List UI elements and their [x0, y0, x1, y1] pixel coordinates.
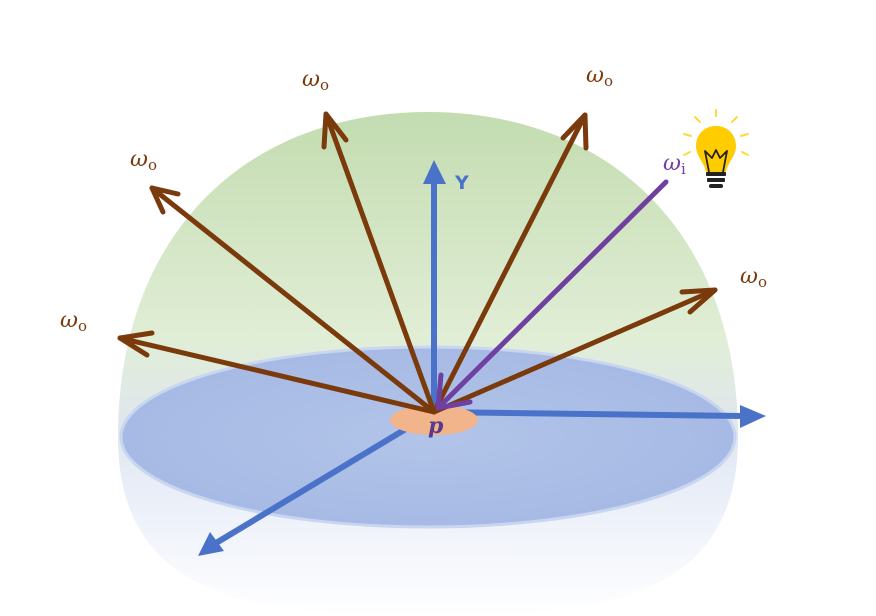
outgoing-label-1: ωo — [60, 308, 87, 335]
outgoing-directions — [117, 111, 718, 415]
y-axis-arrowhead — [423, 160, 446, 184]
outgoing-label-5: ωo — [740, 264, 767, 291]
incident-arrowhead — [435, 372, 473, 411]
x-axis-arrowhead — [740, 405, 766, 428]
point-patch — [390, 405, 478, 435]
outgoing-labels: ωo ωo ωo ωo ωo — [60, 63, 767, 335]
outgoing-ray-4 — [431, 112, 589, 415]
z-axis-arrowhead — [198, 532, 224, 556]
z-axis — [214, 409, 436, 546]
outgoing-label-4: ωo — [586, 63, 613, 90]
surface-disk — [119, 345, 737, 529]
outgoing-ray-1 — [117, 330, 437, 415]
outgoing-ray-2 — [149, 185, 437, 415]
lightbulb-icon — [683, 109, 749, 188]
outgoing-label-2: ωo — [130, 147, 157, 174]
incident-direction — [435, 179, 669, 411]
y-axis-label: Y — [454, 172, 469, 194]
axes — [198, 160, 766, 556]
point-label: p — [428, 413, 444, 439]
x-axis — [433, 409, 743, 419]
outgoing-ray-5 — [431, 287, 718, 415]
incident-ray — [435, 179, 669, 411]
incident-label: ωi — [663, 151, 686, 178]
outgoing-ray-3 — [321, 111, 437, 415]
outgoing-label-3: ωo — [302, 67, 329, 94]
